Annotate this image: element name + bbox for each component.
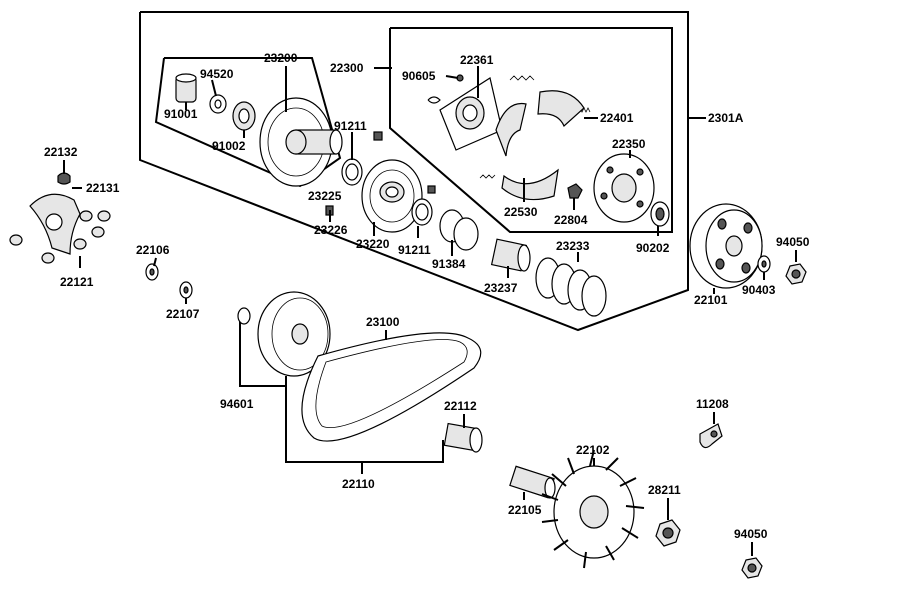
clip-90605	[427, 74, 464, 104]
label-2301a: 2301A	[708, 111, 744, 125]
label-22106: 22106	[136, 243, 170, 257]
label-22121: 22121	[60, 275, 94, 289]
washer-90403	[757, 255, 771, 273]
label-23100: 23100	[366, 315, 400, 329]
label-91002: 91002	[212, 139, 246, 153]
collar-22105	[509, 465, 556, 499]
fan-22102	[541, 449, 645, 569]
leader-lines	[63, 66, 797, 556]
oil-seal-91211-lower	[411, 198, 433, 226]
sliding-sheave-23220	[361, 159, 423, 233]
drive-face-22110	[257, 291, 331, 377]
label-90403: 90403	[742, 283, 776, 297]
bearing-91002	[232, 101, 256, 131]
collar-23237	[490, 238, 531, 272]
label-23226: 23226	[314, 223, 348, 237]
label-23220: 23220	[356, 237, 390, 251]
label-90202: 90202	[636, 241, 670, 255]
label-28211: 28211	[648, 483, 681, 497]
label-22110: 22110	[342, 477, 375, 491]
washer-22107	[179, 281, 193, 299]
group-22300-outline	[389, 27, 673, 233]
slider-22132	[57, 172, 71, 185]
group-94601-bracket	[239, 318, 286, 387]
label-22804: 22804	[554, 213, 588, 227]
label-23225: 23225	[308, 189, 342, 203]
label-91001: 91001	[164, 107, 198, 121]
sleeve-91001	[175, 73, 197, 103]
clutch-housing-22101	[689, 203, 763, 289]
clutch-shoes-22530	[495, 90, 585, 201]
label-22530: 22530	[504, 205, 538, 219]
drive-belt-23100	[301, 332, 482, 442]
clutch-plate-22361	[439, 77, 503, 151]
nut-94050-lower	[741, 557, 763, 579]
bushing-22112	[443, 422, 483, 453]
washer-94520	[209, 94, 227, 114]
label-94601: 94601	[220, 397, 254, 411]
roller-weights-22121	[9, 210, 111, 264]
label-22300: 22300	[330, 61, 364, 75]
o-rings-91384	[439, 209, 479, 251]
nut-22804	[567, 183, 583, 199]
label-91211-lower: 91211	[398, 243, 431, 257]
nut-28211	[655, 519, 681, 547]
label-22401: 22401	[600, 111, 634, 125]
oil-seal-91211-upper	[341, 158, 363, 186]
label-23200: 23200	[264, 51, 298, 65]
spring-23233	[535, 257, 607, 317]
group-22110-bracket	[285, 376, 444, 463]
label-22131: 22131	[86, 181, 120, 195]
label-22105: 22105	[508, 503, 542, 517]
group-2301a-outline	[139, 11, 689, 332]
label-94050-lower: 94050	[734, 527, 768, 541]
label-23233: 23233	[556, 239, 590, 253]
ramp-plate-22131	[29, 193, 81, 255]
driven-pulley-23200	[259, 97, 343, 187]
label-22107: 22107	[166, 307, 200, 321]
label-91211-upper: 91211	[334, 119, 367, 133]
label-94520: 94520	[200, 67, 234, 81]
bracket-11208	[699, 423, 723, 449]
circlip-94601	[237, 307, 251, 325]
label-23237: 23237	[484, 281, 518, 295]
label-94050-upper: 94050	[776, 235, 810, 249]
label-91384: 91384	[432, 257, 466, 271]
label-22350: 22350	[612, 137, 646, 151]
label-22112: 22112	[444, 399, 477, 413]
label-11208: 11208	[696, 397, 729, 411]
seal-90202	[650, 201, 670, 227]
label-90605: 90605	[402, 69, 436, 83]
washer-22106	[145, 263, 159, 281]
label-22361: 22361	[460, 53, 494, 67]
nut-94050-upper	[785, 263, 807, 285]
label-22101: 22101	[694, 293, 728, 307]
drive-plate-22350	[593, 153, 655, 223]
label-22102: 22102	[576, 443, 610, 457]
label-22132: 22132	[44, 145, 78, 159]
